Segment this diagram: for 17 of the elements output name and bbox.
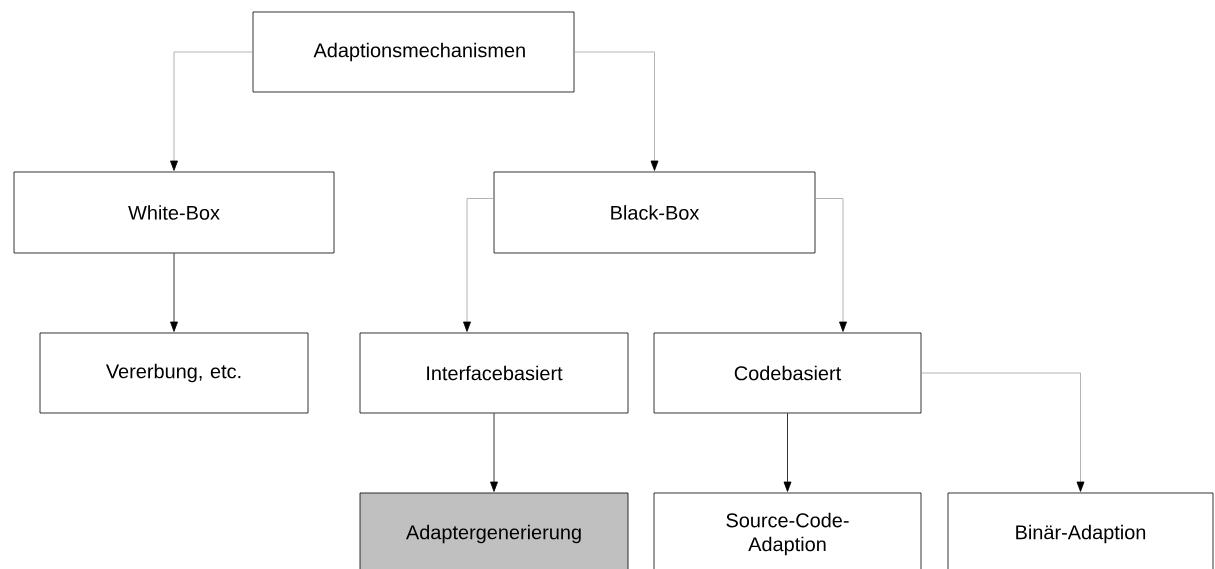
process-box: Codebasiert [653,332,922,414]
process-box: White-Box [13,171,335,254]
arrow [170,253,178,332]
process-box: Vererbung, etc. [39,332,309,414]
process-box: Adaptergenerierung [359,492,629,569]
arrow [815,198,847,332]
process-box: Adaptionsmechanismen [252,11,575,93]
arrow [490,413,498,492]
arrow [921,372,1085,492]
arrow [463,198,494,332]
arrow [170,51,253,171]
process-box: Source-Code-Adaption [653,492,922,569]
process-box: Black-Box [493,171,816,254]
arrow [574,51,659,171]
process-box: Binär-Adaption [947,492,1214,569]
process-box: Interfacebasiert [359,332,629,414]
arrow [783,413,792,492]
